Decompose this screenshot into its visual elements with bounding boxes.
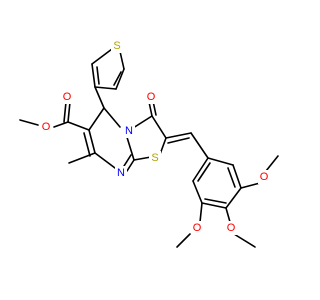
bond <box>199 202 203 223</box>
atom-o-ketone: O <box>145 90 157 104</box>
bond <box>190 132 209 159</box>
bond <box>94 86 105 109</box>
oxygen-atom-label: O <box>63 91 72 103</box>
bond <box>67 121 90 131</box>
bond <box>197 162 211 182</box>
atom-s-thiophene: S <box>111 39 123 53</box>
bond <box>115 68 125 90</box>
bond <box>265 155 279 172</box>
bond <box>125 133 135 161</box>
atom-o-ester-carbonyl: O <box>61 90 73 104</box>
bond <box>96 66 100 85</box>
bond <box>225 207 231 223</box>
bond <box>132 115 153 129</box>
bond <box>123 154 132 167</box>
molecule-structure-diagram: S O O O N N S O <box>19 39 279 248</box>
sulfur-atom-label: S <box>113 40 120 52</box>
atom-o-methoxy-bottom: O <box>191 221 203 235</box>
oxygen-atom-label: O <box>193 222 202 234</box>
bond <box>176 233 191 248</box>
nitrogen-atom-label: N <box>117 167 125 179</box>
bond <box>165 132 192 139</box>
atom-o-ester-ether: O <box>40 120 52 134</box>
bond <box>103 107 121 128</box>
bond <box>91 48 113 65</box>
bond <box>192 157 209 182</box>
atom-label-layer: S O O O N N S O <box>40 39 270 235</box>
oxygen-atom-label: O <box>42 121 51 133</box>
bond <box>192 180 203 204</box>
bond <box>227 167 236 188</box>
bond <box>225 187 242 209</box>
bond <box>67 101 71 123</box>
bond <box>133 156 152 161</box>
sulfur-atom-label: S <box>151 152 158 164</box>
oxygen-atom-label: O <box>260 171 269 183</box>
atom-o-methoxy-mid: O <box>225 221 237 235</box>
bond <box>233 233 256 248</box>
bond <box>68 152 96 164</box>
atom-o-methoxy-top: O <box>258 170 270 184</box>
bond <box>204 198 227 204</box>
bond <box>201 202 227 209</box>
bond <box>53 121 69 128</box>
oxygen-atom-label: O <box>147 91 156 103</box>
bond <box>88 129 96 154</box>
nitrogen-atom-label: N <box>125 125 133 137</box>
atom-s-thiazole: S <box>149 151 161 165</box>
bond <box>167 137 190 144</box>
oxygen-atom-label: O <box>227 222 236 234</box>
bond <box>83 132 91 157</box>
bond <box>113 71 122 86</box>
bond <box>126 159 135 172</box>
bond <box>94 86 117 90</box>
bond <box>207 157 234 166</box>
bond <box>151 115 167 139</box>
bond-layer <box>19 46 279 248</box>
bond <box>63 101 67 123</box>
bond <box>91 63 96 88</box>
atom-n-bridge: N <box>123 124 135 138</box>
bond <box>19 119 39 126</box>
atom-n-ring: N <box>115 166 127 180</box>
bond <box>240 182 261 189</box>
bond <box>148 101 153 117</box>
bond <box>88 107 105 131</box>
bond <box>232 164 242 189</box>
